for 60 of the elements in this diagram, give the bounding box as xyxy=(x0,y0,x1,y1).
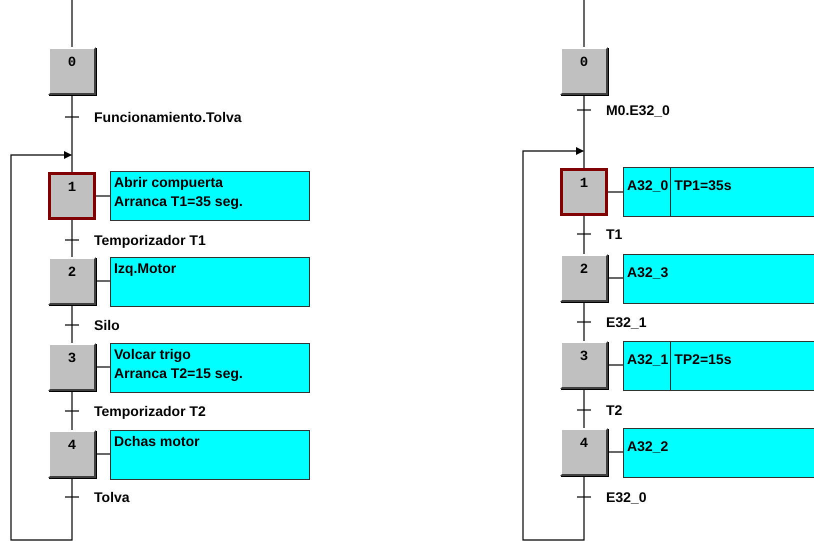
transition-label: Temporizador T1 xyxy=(92,232,208,248)
transition-label: E32_0 xyxy=(604,489,648,505)
action-text: TP1=35s xyxy=(673,176,732,195)
transition-label: E32_1 xyxy=(604,314,648,330)
action-box xyxy=(110,430,310,480)
action-text: Arranca T2=15 seg. xyxy=(113,364,244,382)
transition-label: Temporizador T2 xyxy=(92,403,208,419)
link-line xyxy=(96,280,110,282)
step-box: 4 xyxy=(560,428,608,476)
transition-label: T1 xyxy=(604,226,624,242)
link-line xyxy=(96,195,110,197)
action-box xyxy=(110,171,310,221)
link-line xyxy=(583,389,585,428)
link-line xyxy=(71,0,73,47)
transition-label: M0.E32_0 xyxy=(604,102,672,118)
step-box: 2 xyxy=(48,257,96,305)
action-box xyxy=(110,343,310,393)
link-line xyxy=(608,364,623,366)
transition-label: T2 xyxy=(604,402,624,418)
link-line xyxy=(583,0,585,47)
action-text: Izq.Motor xyxy=(113,259,178,277)
active-step-box: 1 xyxy=(560,168,608,216)
transition-label: Silo xyxy=(92,317,122,333)
link-line xyxy=(71,391,73,430)
action-text: A32_0 xyxy=(624,168,672,216)
link-line xyxy=(583,95,585,168)
step-box: 0 xyxy=(48,47,96,95)
action-text: A32_3 xyxy=(626,263,670,282)
action-text: Arranca T1=35 seg. xyxy=(113,192,244,210)
transition-label: Funcionamiento.Tolva xyxy=(92,109,244,125)
action-box xyxy=(623,254,814,304)
loop-arrow xyxy=(10,151,73,541)
link-line xyxy=(96,366,110,368)
transition-label: Tolva xyxy=(92,489,132,505)
action-text: A32_1 xyxy=(624,342,672,390)
step-box: 2 xyxy=(560,254,608,302)
loop-arrow xyxy=(522,147,585,541)
link-line xyxy=(608,191,623,193)
action-text: TP2=15s xyxy=(673,350,732,369)
link-line xyxy=(608,277,623,279)
action-text: Abrir compuerta xyxy=(113,173,224,191)
step-box: 4 xyxy=(48,430,96,478)
action-box xyxy=(110,257,310,307)
action-text: Volcar trigo xyxy=(113,345,192,363)
link-line xyxy=(583,302,585,341)
link-line xyxy=(71,95,73,172)
action-box xyxy=(623,167,814,217)
link-line xyxy=(96,453,110,455)
action-text: Dchas motor xyxy=(113,432,201,450)
link-line xyxy=(608,451,623,453)
action-box xyxy=(623,428,814,478)
link-line xyxy=(71,220,73,257)
step-box: 3 xyxy=(560,341,608,389)
link-line xyxy=(71,305,73,343)
step-box: 0 xyxy=(560,47,608,95)
action-box xyxy=(623,341,814,391)
link-line xyxy=(583,216,585,254)
action-text: A32_2 xyxy=(626,437,670,456)
active-step-box: 1 xyxy=(48,172,96,220)
step-box: 3 xyxy=(48,343,96,391)
